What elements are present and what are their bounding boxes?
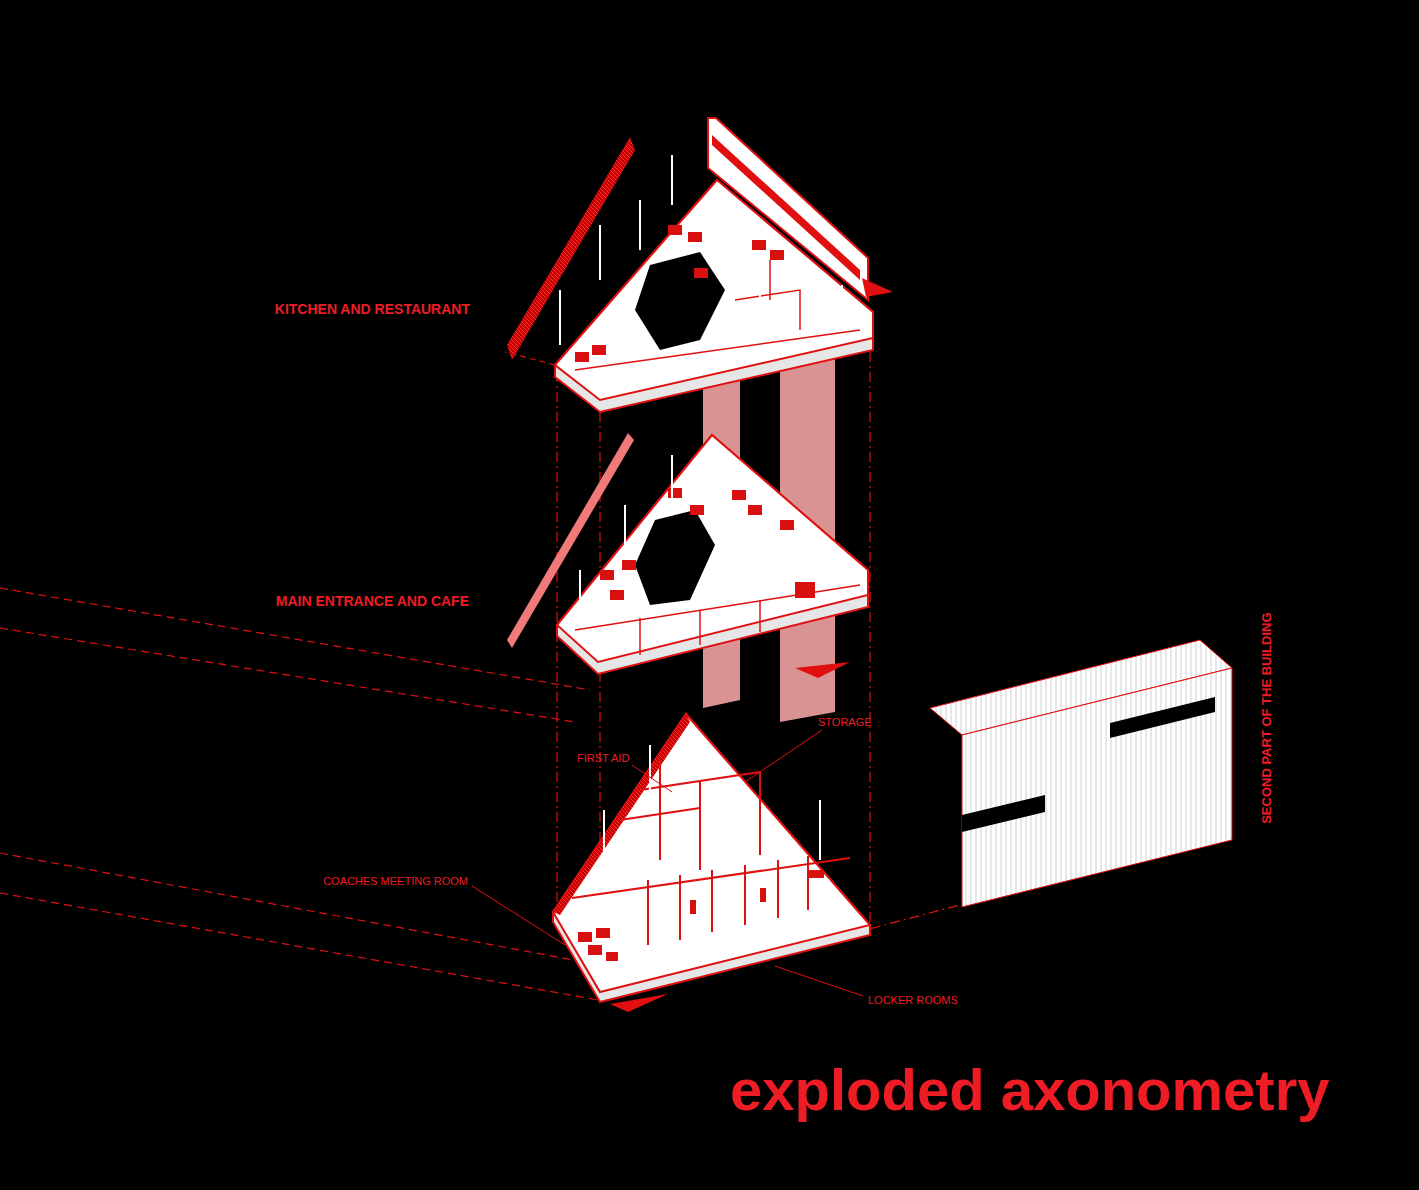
room-label: COACHES MEETING ROOM (323, 875, 468, 887)
leader-line (775, 966, 863, 996)
void (635, 252, 725, 350)
guide-line (869, 352, 870, 928)
guide-line (0, 588, 590, 690)
plate-edge (555, 180, 873, 412)
leader-line (632, 765, 672, 792)
plate-top (555, 180, 873, 400)
leader-line (745, 730, 822, 782)
north-arrow (610, 994, 668, 1012)
guide-line (0, 628, 575, 722)
columns (604, 745, 820, 870)
north-arrow (795, 662, 850, 678)
building-label: SECOND PART OF THE BUILDING (1260, 612, 1274, 823)
opening (1110, 697, 1215, 738)
room-label: LOCKER ROOMS (868, 994, 958, 1006)
first-floor-plate (507, 433, 868, 678)
opening (962, 795, 1045, 832)
columns (580, 455, 820, 618)
floor-label: MAIN ENTRANCE AND CAFE (276, 594, 469, 609)
interior-walls (575, 260, 860, 370)
plate-edge (557, 435, 868, 674)
diagram-title: exploded axonometry (730, 1058, 1329, 1122)
interior-walls (572, 760, 850, 945)
interior-walls (575, 585, 860, 655)
second-building (930, 640, 1232, 907)
plate-top (553, 714, 870, 992)
leader-line (472, 886, 565, 945)
columns (560, 155, 842, 345)
ground-floor-plate (553, 714, 870, 1012)
room-label: FIRST AID (577, 752, 629, 764)
void (635, 510, 715, 605)
leader-lines (472, 730, 863, 996)
plate-top (557, 435, 868, 662)
room-label: STORAGE (818, 716, 872, 728)
facade (962, 668, 1232, 907)
floor-label: KITCHEN AND RESTAURANT (275, 302, 470, 317)
furniture (575, 225, 784, 362)
furniture (578, 870, 824, 961)
plate-edge (553, 714, 870, 1002)
second-floor-plate (507, 118, 893, 412)
guide-line (556, 372, 557, 912)
north-arrow (862, 278, 893, 297)
furniture (600, 488, 815, 600)
